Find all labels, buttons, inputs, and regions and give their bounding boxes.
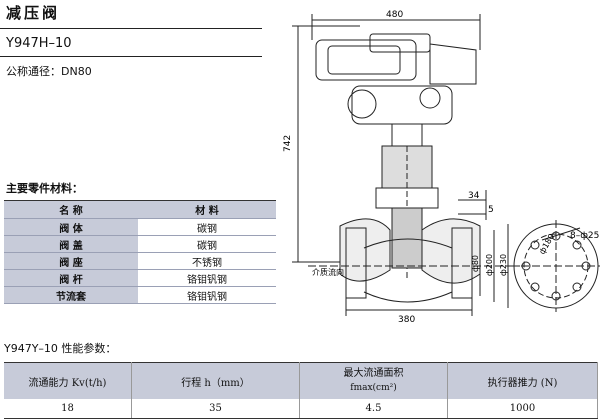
part-material: 铬钼钒钢 [138, 269, 276, 287]
part-name: 节流套 [4, 286, 138, 304]
part-name: 阀 座 [4, 252, 138, 270]
dim-d200: ф200 [485, 254, 494, 276]
actuator-motor [315, 39, 417, 81]
performance-title: Y947Y–10 性能参数： [4, 342, 117, 355]
table-row: 节流套 铬钼钒钢 [4, 286, 276, 304]
table-row: 阀 杆 铬钼钒钢 [4, 269, 276, 287]
value-actuator-thrust: 1000 [447, 399, 598, 419]
header-stroke: 行程 h（mm） [131, 362, 300, 399]
dim-34: 34 [468, 191, 480, 201]
table-row: 阀 盖 碳钢 [4, 235, 276, 253]
part-name: 阀 体 [4, 218, 138, 236]
part-material: 铬钼钒钢 [138, 286, 276, 304]
value-flow-capacity: 18 [4, 399, 132, 419]
max-area-line2: fmax(cm²) [350, 383, 397, 393]
value-max-area: 4.5 [299, 399, 448, 419]
outlet-flange [451, 227, 473, 299]
performance-header-row: 流通能力 Kv(t/h) 行程 h（mm） 最大流通面积 fmax(cm²) 执… [4, 362, 598, 399]
dim-d230: ф230 [499, 254, 508, 276]
part-name: 阀 盖 [4, 235, 138, 253]
flow-direction-label: 介质流向 [312, 267, 344, 277]
bolt-circle-label: ф180 [537, 232, 556, 256]
inlet-flange [345, 227, 367, 299]
valve-drawing: 480 742 380 34 5 ф80 ф200 ф230 介质流向 ф180… [283, 10, 600, 325]
dim-380: 380 [398, 315, 415, 325]
bolts-label: 8–ф25 [570, 231, 599, 241]
title-rule [0, 28, 262, 29]
model-rule [0, 56, 262, 57]
performance-value-row: 18 35 4.5 1000 [4, 399, 598, 419]
dim-742: 742 [283, 135, 293, 152]
model-number: Y947H–10 [6, 36, 72, 51]
materials-table: 名 称 材 料 阀 体 碳钢 阀 盖 碳钢 阀 座 不锈钢 阀 杆 铬钼钒钢 节… [4, 200, 276, 304]
value-stroke: 35 [131, 399, 300, 419]
table-row: 阀 体 碳钢 [4, 218, 276, 236]
nominal-diameter: 公称通径：DN80 [6, 65, 92, 78]
dim-480: 480 [386, 10, 403, 20]
materials-title: 主要零件材料： [6, 182, 83, 195]
column-header: 名 称 [4, 200, 138, 219]
part-material: 不锈钢 [138, 252, 276, 270]
part-material: 碳钢 [138, 235, 276, 253]
part-name: 阀 杆 [4, 269, 138, 287]
max-area-line1: 最大流通面积 [343, 368, 404, 379]
part-material: 碳钢 [138, 218, 276, 236]
performance-table: 流通能力 Kv(t/h) 行程 h（mm） 最大流通面积 fmax(cm²) 执… [4, 362, 598, 419]
dim-5: 5 [488, 205, 494, 215]
materials-header-row: 名 称 材 料 [4, 200, 276, 219]
header-actuator-thrust: 执行器推力 (N) [447, 362, 598, 399]
column-header: 材 料 [138, 200, 276, 219]
table-row: 阀 座 不锈钢 [4, 252, 276, 270]
header-max-area: 最大流通面积 fmax(cm²) [299, 362, 448, 399]
header-flow-capacity: 流通能力 Kv(t/h) [4, 362, 132, 399]
dim-d80: ф80 [471, 255, 480, 272]
page-title: 减压阀 [6, 4, 61, 22]
